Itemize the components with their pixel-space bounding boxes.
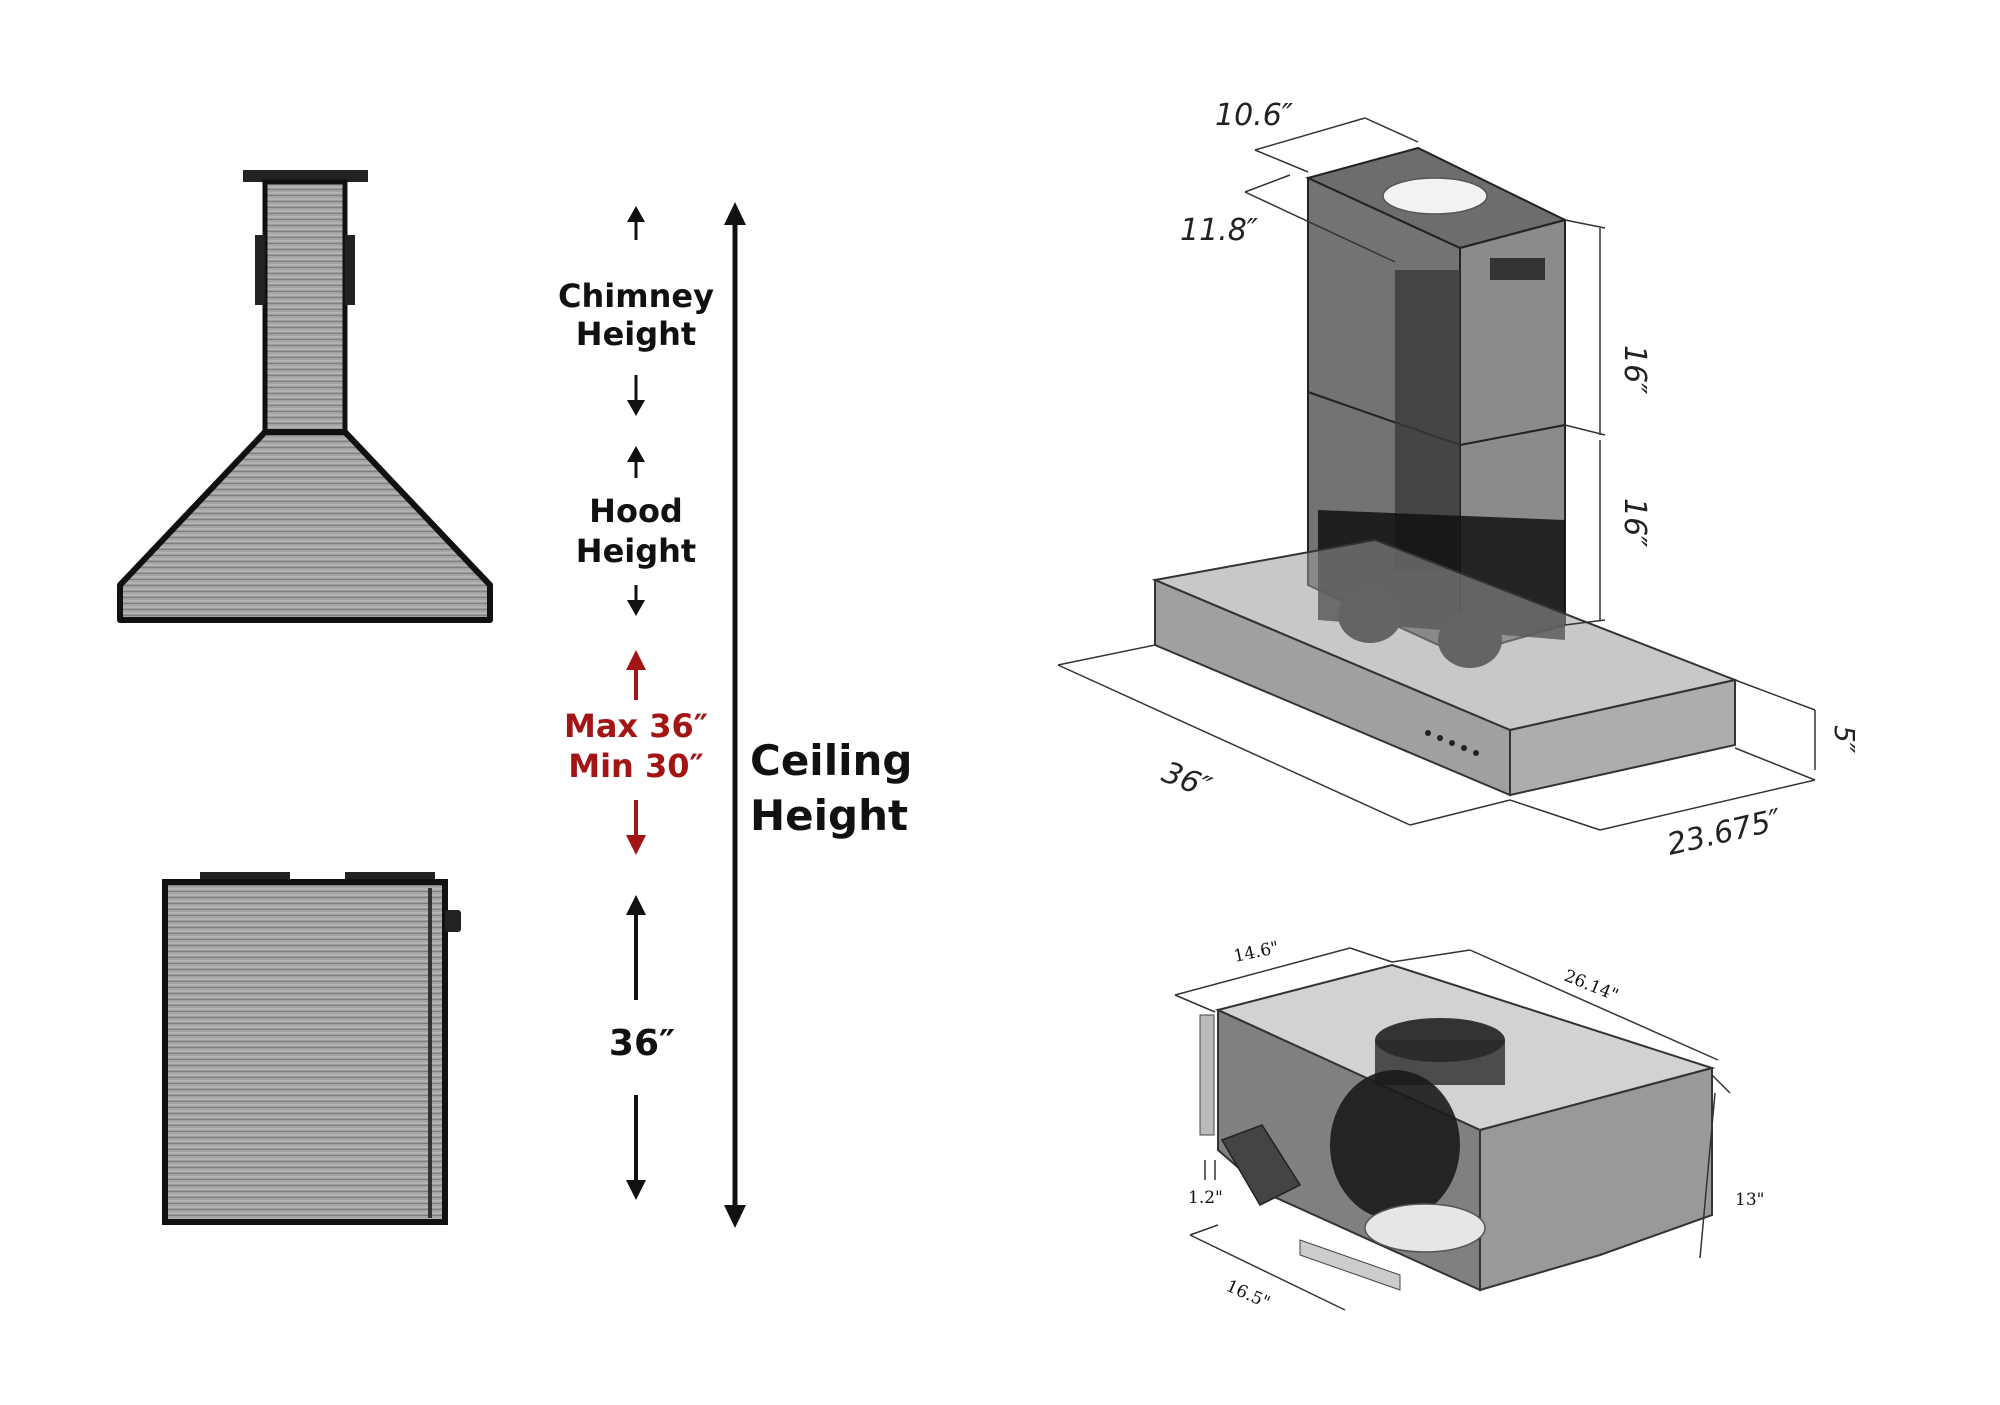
blower-height-label: 13" (1735, 1190, 1764, 1210)
upper-chimney-height-label: 16″ (1617, 345, 1652, 395)
blower-junction-box (1220, 1124, 1302, 1206)
hood-canopy (117, 429, 493, 623)
chimney-duct-opening (1382, 177, 1488, 215)
chimney-cap (243, 170, 368, 182)
chimney-height-label-2: Height (576, 315, 696, 353)
island-hood-isometric: 10.6″ 11.8″ 16″ 16″ 36″ 23.675″ 5″ (1057, 98, 1861, 863)
control-panel-buttons (1425, 730, 1479, 756)
hood-height-label-1: Hood (589, 492, 683, 530)
hood-height-dim-label: 5″ (1828, 725, 1861, 754)
blower-right-face (1479, 1066, 1713, 1292)
range-body (162, 879, 448, 1225)
blower-depth-top-label: 14.6" (1232, 938, 1281, 967)
ceiling-height-label-2: Height (750, 791, 908, 840)
blower-length-top-label: 26.14" (1561, 966, 1621, 1006)
hood-width-label: 36″ (1157, 755, 1217, 806)
range-silhouette (162, 872, 461, 1225)
chimney-bracket-right (345, 235, 355, 305)
blower-flange-label: 1.2" (1188, 1188, 1223, 1208)
lower-chimney-height-label: 16″ (1617, 498, 1652, 548)
chimney-depth-label: 10.6″ (1215, 98, 1294, 133)
hood-right-face (1509, 678, 1736, 797)
hood-height-label-2: Height (576, 532, 696, 570)
blower-depth-bottom-label: 16.5" (1223, 1276, 1273, 1313)
ceiling-height-label-1: Ceiling (750, 736, 912, 785)
height-annotations: Chimney Height Hood Height Max 36″ Min 3… (558, 202, 912, 1228)
chimney-width-label: 11.8″ (1180, 213, 1259, 248)
min-clearance-label: Min 30″ (568, 747, 704, 785)
blower-bottom-opening (1364, 1203, 1486, 1253)
hood-silhouette (117, 170, 493, 623)
range-knob (445, 910, 461, 932)
blower-bottom-flange (1299, 1239, 1401, 1291)
blower-fan-wheel (1330, 1070, 1460, 1220)
max-clearance-label: Max 36″ (564, 707, 708, 745)
chimney-bracket-left (255, 235, 265, 305)
chimney-body (262, 179, 348, 435)
chimney-vent (1490, 258, 1545, 280)
blower-isometric: 14.6" 26.14" 13" 1.2" 16.5" (1174, 938, 1764, 1313)
blower-mount-bracket (1199, 1014, 1215, 1136)
chimney-height-label-1: Chimney (558, 277, 714, 315)
range-height-label: 36″ (609, 1023, 675, 1064)
